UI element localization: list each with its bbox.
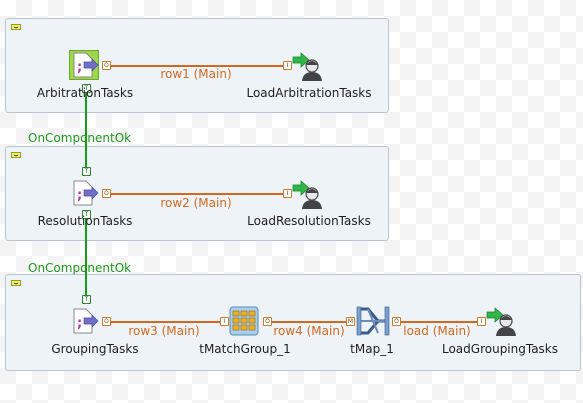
component-label: tMatchGroup_1: [199, 342, 291, 356]
component-label: ArbitrationTasks: [36, 86, 134, 100]
row-link-label[interactable]: load (Main): [403, 324, 471, 338]
load-resolution-tasks-component[interactable]: [291, 179, 325, 209]
row-link-label[interactable]: row4 (Main): [273, 324, 345, 338]
component-label: LoadResolutionTasks: [247, 214, 371, 228]
input-port[interactable]: I: [283, 61, 292, 70]
component-label: ResolutionTasks: [37, 214, 133, 228]
trigger-port[interactable]: T: [82, 295, 91, 304]
trigger-port[interactable]: T: [82, 210, 91, 219]
row-link-label[interactable]: row1 (Main): [160, 67, 232, 81]
output-port[interactable]: O: [102, 317, 111, 326]
resolution-tasks-component[interactable]: ;: [70, 179, 98, 207]
input-port[interactable]: M: [346, 317, 355, 326]
row-link-label[interactable]: row3 (Main): [128, 324, 200, 338]
component-label: LoadGroupingTasks: [441, 342, 559, 356]
svg-text:;: ;: [77, 188, 82, 203]
subjob-collapse-toggle[interactable]: [11, 280, 21, 286]
svg-text:;: ;: [77, 316, 82, 331]
component-label: GroupingTasks: [51, 342, 139, 356]
subjob-collapse-toggle[interactable]: [11, 152, 21, 158]
input-port[interactable]: I: [477, 317, 486, 326]
grouping-tasks-component[interactable]: ;: [70, 307, 98, 335]
output-port[interactable]: O: [102, 189, 111, 198]
trigger-link-label[interactable]: OnComponentOk: [28, 261, 132, 275]
tmap-component[interactable]: [356, 305, 390, 337]
arbitration-tasks-component[interactable]: ;: [70, 51, 98, 79]
trigger-port[interactable]: T: [82, 167, 91, 176]
load-arbitration-tasks-component[interactable]: [291, 51, 325, 81]
input-port[interactable]: I: [220, 317, 229, 326]
component-label: LoadArbitrationTasks: [246, 86, 372, 100]
match-group-component[interactable]: [229, 306, 259, 336]
subjob-collapse-toggle[interactable]: [11, 24, 21, 30]
row-link-label[interactable]: row2 (Main): [160, 196, 232, 210]
output-port[interactable]: O: [102, 61, 111, 70]
input-port[interactable]: I: [283, 189, 292, 198]
trigger-link-label[interactable]: OnComponentOk: [28, 131, 132, 145]
output-port[interactable]: O: [263, 317, 272, 326]
svg-text:;: ;: [77, 60, 82, 75]
load-grouping-tasks-component[interactable]: [485, 306, 519, 336]
output-port[interactable]: O: [392, 317, 401, 326]
trigger-port[interactable]: T: [82, 84, 91, 93]
component-label: tMap_1: [350, 342, 394, 356]
